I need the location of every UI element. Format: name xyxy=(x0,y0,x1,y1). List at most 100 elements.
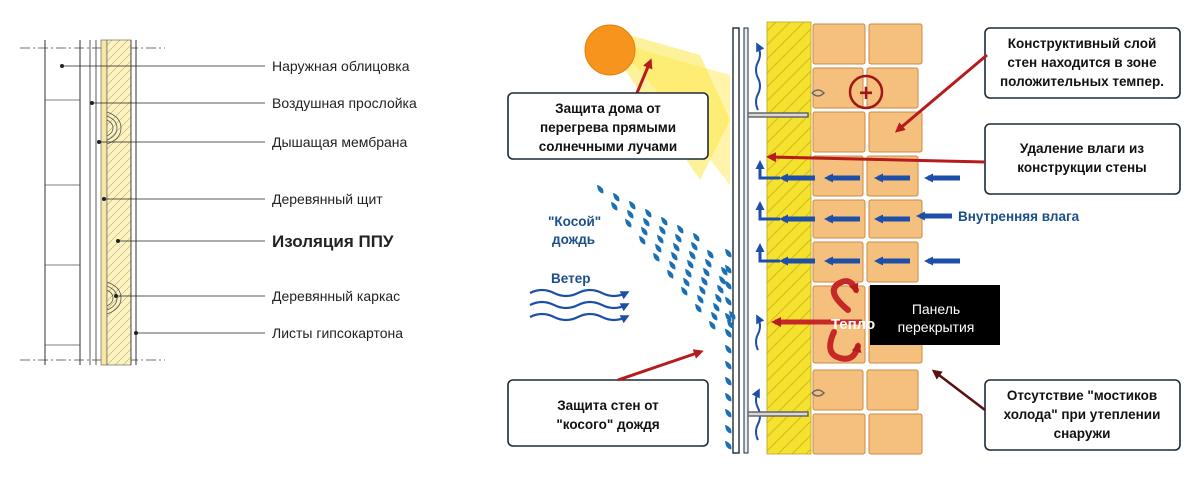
rain-drop xyxy=(675,233,682,243)
label-wooden-board: Деревянный щит xyxy=(272,191,383,207)
wind-waves xyxy=(529,288,630,324)
brick xyxy=(866,369,919,411)
rain-drop xyxy=(691,241,698,251)
rain-drop xyxy=(725,392,732,402)
rain-drop xyxy=(725,344,732,354)
brick xyxy=(868,413,923,455)
brick xyxy=(812,111,866,153)
rain-drop xyxy=(671,251,678,261)
rain-drop xyxy=(681,286,688,296)
ppu-insulation xyxy=(106,39,132,366)
rain-drop xyxy=(689,250,696,260)
leader-lines xyxy=(60,64,265,335)
rain-drop xyxy=(725,424,732,434)
rain-drop xyxy=(697,294,704,304)
rain-drop xyxy=(629,200,636,210)
svg-text:перегрева прямыми: перегрева прямыми xyxy=(540,120,676,135)
callout-construct-layer: Конструктивный слой стен находится в зон… xyxy=(984,27,1181,99)
moisture-arrows xyxy=(755,160,960,266)
svg-text:снаружи: снаружи xyxy=(1054,426,1111,441)
rain-drop xyxy=(639,235,646,245)
floor-slab-label-line1: Панель xyxy=(912,301,960,317)
rain-drop xyxy=(717,284,724,294)
rain-drops xyxy=(597,184,736,450)
callout-moisture-removal: Удаление влаги из конструкции стены xyxy=(984,123,1181,195)
brick xyxy=(868,23,923,65)
label-ppu-insulation: Изоляция ППУ xyxy=(272,232,394,251)
rain-drop xyxy=(687,259,694,269)
rain-drop xyxy=(685,268,692,278)
no-cold-bridges-arrow xyxy=(931,369,986,411)
rain-drop xyxy=(653,252,660,262)
rain-drop xyxy=(725,296,732,306)
outer-cladding xyxy=(44,40,81,365)
rain-drop xyxy=(719,275,726,285)
rain-drop xyxy=(699,285,706,295)
rain-drop xyxy=(613,192,620,202)
rain-drop xyxy=(729,310,736,320)
rain-drop xyxy=(713,302,720,312)
svg-text:Удаление влаги из: Удаление влаги из xyxy=(1020,141,1144,156)
label-breathing-membrane: Дышащая мембрана xyxy=(272,134,408,150)
right-wall-diagram: Панель перекрытия + Тепло xyxy=(507,21,1181,455)
rain-drop xyxy=(725,280,732,290)
rain-drop xyxy=(683,277,690,287)
mineral-insulation xyxy=(766,21,812,455)
svg-text:холода" при утеплении: холода" при утеплении xyxy=(1004,407,1161,422)
rain-drop xyxy=(705,258,712,268)
oblique-rain-label-line2: дождь xyxy=(552,232,595,247)
rain-drop xyxy=(725,328,732,338)
rain-drop xyxy=(709,320,716,330)
rain-drop xyxy=(725,408,732,418)
svg-text:стен находится в зоне: стен находится в зоне xyxy=(1007,55,1157,70)
label-outer-cladding: Наружная облицовка xyxy=(272,58,410,74)
rain-drop xyxy=(657,234,664,244)
rain-drop xyxy=(703,267,710,277)
svg-text:конструкции стены: конструкции стены xyxy=(1017,160,1146,175)
rain-drop xyxy=(667,269,674,279)
positive-temperature-icon: + xyxy=(848,74,884,110)
rain-drop xyxy=(655,243,662,253)
rain-protection-arrow xyxy=(617,349,704,382)
rain-drop xyxy=(641,226,648,236)
moisture-vent-arrow xyxy=(755,160,780,180)
rain-drop xyxy=(677,224,684,234)
brick xyxy=(812,413,866,455)
brick xyxy=(866,67,919,109)
rain-drop xyxy=(725,440,732,450)
rain-drop xyxy=(715,293,722,303)
rain-drop xyxy=(643,217,650,227)
brick xyxy=(812,23,866,65)
floor-slab-label-line2: перекрытия xyxy=(898,319,975,335)
rain-drop xyxy=(611,201,618,211)
rain-drop xyxy=(669,260,676,270)
label-air-gap: Воздушная прослойка xyxy=(272,95,417,111)
svg-text:Конструктивный слой: Конструктивный слой xyxy=(1008,36,1157,51)
wooden-board xyxy=(100,39,108,366)
facade-inner-panel xyxy=(743,27,749,454)
rain-drop xyxy=(721,266,728,276)
svg-text:Отсутствие "мостиков: Отсутствие "мостиков xyxy=(1007,388,1157,403)
rain-drop xyxy=(673,242,680,252)
callout-rain-protection: Защита стен от "косого" дождя xyxy=(507,379,709,447)
brick xyxy=(812,67,864,109)
oblique-rain-label-line1: "Косой" xyxy=(548,214,601,229)
wood-frame-studs xyxy=(106,111,122,315)
svg-text:"косого" дождя: "косого" дождя xyxy=(556,417,659,432)
rain-drop xyxy=(695,303,702,313)
rain-drop xyxy=(701,276,708,286)
rain-drop xyxy=(725,376,732,386)
inner-moisture-label: Внутренняя влага xyxy=(958,209,1080,224)
svg-text:+: + xyxy=(859,80,873,107)
moisture-removal-arrow xyxy=(766,152,986,164)
rain-drop xyxy=(725,248,732,258)
heat-arrows xyxy=(827,278,862,362)
construct-layer-arrow xyxy=(894,53,988,133)
svg-text:Защита дома от: Защита дома от xyxy=(555,101,661,116)
rain-drop xyxy=(727,319,734,329)
left-wall-section: Наружная облицовка Воздушная прослойка Д… xyxy=(20,39,417,366)
moisture-vent-arrow xyxy=(755,201,780,221)
rain-drop xyxy=(597,184,604,194)
svg-text:Защита стен от: Защита стен от xyxy=(557,398,659,413)
